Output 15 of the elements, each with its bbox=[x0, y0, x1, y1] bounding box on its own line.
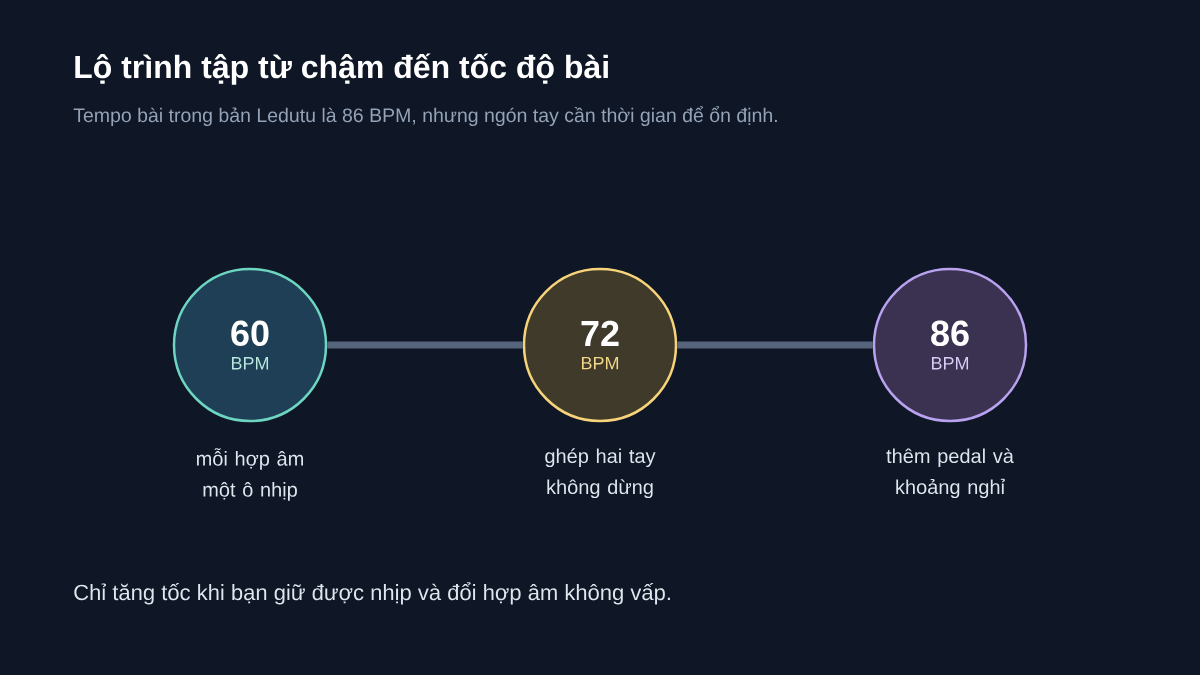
tempo-circle bbox=[872, 267, 1028, 423]
subtitle: Tempo bài trong bản Ledutu là 86 BPM, nhưng ngón tay cần thời gian để ổn định. bbox=[73, 106, 777, 127]
step-caption: mỗi hợp âm một ô nhịp bbox=[197, 448, 303, 501]
tempo-circle bbox=[522, 267, 678, 423]
title: Lộ trình tập từ chậm đến tốc độ bài bbox=[75, 53, 608, 85]
tempo-value: 72 bbox=[581, 320, 619, 346]
unit-label: BPM bbox=[231, 357, 269, 370]
unit-label: BPM bbox=[932, 357, 969, 370]
tempo-value: 60 bbox=[231, 320, 269, 347]
unit-label: BPM bbox=[582, 356, 619, 370]
step-caption: ghép hai tay không dừng bbox=[545, 448, 656, 499]
caption: Chỉ tăng tốc khi bạn giữ được nhịp và đổi hợp âm không vấp. bbox=[74, 582, 670, 605]
step-caption: thêm pedal và khoảng nghỉ bbox=[886, 448, 1014, 499]
tempo-circle bbox=[172, 267, 328, 423]
tempo-value: 86 bbox=[931, 320, 969, 347]
